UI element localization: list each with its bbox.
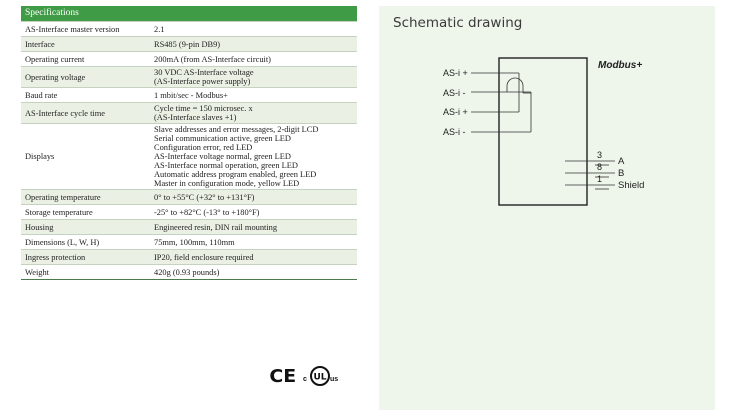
input-wiring (471, 72, 532, 133)
spec-label: AS-Interface cycle time (21, 102, 150, 124)
spec-row: Storage temperature -25° to +82°C (-13° t… (21, 204, 358, 220)
ul-listed-icon: c UL us (303, 366, 338, 386)
spec-value: RS485 (9-pin DB9) (150, 36, 358, 52)
spec-row: Interface RS485 (9-pin DB9) (21, 36, 358, 52)
spec-value-line: Master in configuration mode, yellow LED (154, 179, 300, 188)
spec-value: 420g (0.93 pounds) (150, 264, 358, 280)
spec-label: AS-Interface master version (21, 21, 150, 37)
spec-value-line: Engineered resin, DIN rail mounting (154, 223, 278, 232)
spec-row: Housing Engineered resin, DIN rail mounti… (21, 219, 358, 235)
spec-row: AS-Interface master version 2.1 (21, 21, 358, 37)
spec-value: Engineered resin, DIN rail mounting (150, 219, 358, 235)
spec-value: IP20, field enclosure required (150, 249, 358, 265)
certification-marks: CE c UL us (269, 364, 340, 388)
spec-value: 75mm, 100mm, 110mm (150, 234, 358, 250)
spec-label: Operating voltage (21, 66, 150, 88)
spec-row: Ingress protection IP20, field enclosure … (21, 249, 358, 265)
spec-value: 30 VDC AS-Interface voltage(AS-Interface… (150, 66, 358, 88)
module-box (498, 57, 588, 206)
ul-prefix: c (303, 376, 307, 383)
spec-label: Interface (21, 36, 150, 52)
spec-label: Storage temperature (21, 204, 150, 220)
spec-value-line: AS-Interface normal operation, green LED (154, 161, 298, 170)
spec-value-line: RS485 (9-pin DB9) (154, 40, 221, 49)
pin-number-1: 1 (597, 174, 602, 184)
spec-label: Housing (21, 219, 150, 235)
spec-value-line: -25° to +82°C (-13° to +180°F) (154, 208, 260, 217)
modbus-label: Modbus+ (598, 60, 642, 71)
spec-value: 2.1 (150, 21, 358, 37)
specifications-header-row: Specifications (21, 6, 358, 22)
asi-input-label-1: AS-i + (443, 68, 468, 78)
specifications-header: Specifications (21, 6, 358, 22)
pin-number-8: 8 (597, 162, 602, 172)
pin-name-a: A (618, 156, 625, 167)
schematic-panel: Schematic drawing Modbus+ AS-i + AS-i - … (379, 6, 715, 410)
spec-value: Slave addresses and error messages, 2-di… (150, 123, 358, 190)
spec-row: Weight 420g (0.93 pounds) (21, 264, 358, 280)
spec-value: -25° to +82°C (-13° to +180°F) (150, 204, 358, 220)
pin-name-shield: Shield (618, 180, 644, 191)
spec-value-line: IP20, field enclosure required (154, 253, 254, 262)
spec-value-line: 0° to +55°C (+32° to +131°F) (154, 193, 255, 202)
spec-value-line: 75mm, 100mm, 110mm (154, 238, 235, 247)
spec-row: Baud rate 1 mbit/sec - Modbus+ (21, 87, 358, 103)
spec-label: Operating temperature (21, 189, 150, 205)
ul-mark-text: UL (313, 373, 326, 383)
ce-mark: CE (269, 365, 297, 387)
pin-name-b: B (618, 168, 624, 179)
spec-row: Dimensions (L, W, H) 75mm, 100mm, 110mm (21, 234, 358, 250)
spec-value-line: 30 VDC AS-Interface voltage (154, 68, 254, 77)
spec-label: Operating current (21, 51, 150, 67)
pin-number-3: 3 (597, 150, 602, 160)
spec-value-line: 420g (0.93 pounds) (154, 268, 220, 277)
spec-label: Weight (21, 264, 150, 280)
asi-input-label-4: AS-i - (443, 127, 466, 137)
spec-value: 200mA (from AS-Interface circuit) (150, 51, 358, 67)
spec-value: 1 mbit/sec - Modbus+ (150, 87, 358, 103)
spec-value-line: 1 mbit/sec - Modbus+ (154, 91, 228, 100)
schematic-title: Schematic drawing (393, 15, 523, 31)
spec-value-line: Cycle time = 150 microsec. x (154, 104, 253, 113)
spec-label: Dimensions (L, W, H) (21, 234, 150, 250)
spec-value-line: (AS-Interface slaves +1) (154, 113, 237, 122)
spec-value-line: Serial communication active, green LED (154, 134, 291, 143)
spec-value: Cycle time = 150 microsec. x(AS-Interfac… (150, 102, 358, 124)
asi-input-label-2: AS-i - (443, 88, 466, 98)
asi-input-label-3: AS-i + (443, 107, 468, 117)
ul-suffix: us (330, 376, 338, 383)
spec-label: Ingress protection (21, 249, 150, 265)
spec-label: Baud rate (21, 87, 150, 103)
spec-value-line: AS-Interface voltage normal, green LED (154, 152, 291, 161)
spec-value-line: 200mA (from AS-Interface circuit) (154, 55, 271, 64)
schematic-drawing: Modbus+ AS-i + AS-i - AS-i + AS-i - 3 A … (443, 57, 644, 206)
spec-value-line: 2.1 (154, 25, 165, 34)
spec-row: Operating temperature 0° to +55°C (+32° t… (21, 189, 358, 205)
spec-row: Operating current 200mA (from AS-Interfac… (21, 51, 358, 67)
spec-row: Displays Slave addresses and error messag… (21, 123, 358, 190)
spec-value-line: Automatic address program enabled, green… (154, 170, 317, 179)
spec-value-line: (AS-Interface power supply) (154, 77, 251, 86)
spec-value-line: Slave addresses and error messages, 2-di… (154, 125, 319, 134)
spec-value: 0° to +55°C (+32° to +131°F) (150, 189, 358, 205)
spec-value-line: Configuration error, red LED (154, 143, 253, 152)
spec-label: Displays (21, 123, 150, 190)
output-wiring (565, 160, 615, 190)
specifications-table: Specifications AS-Interface master versi… (21, 6, 358, 280)
